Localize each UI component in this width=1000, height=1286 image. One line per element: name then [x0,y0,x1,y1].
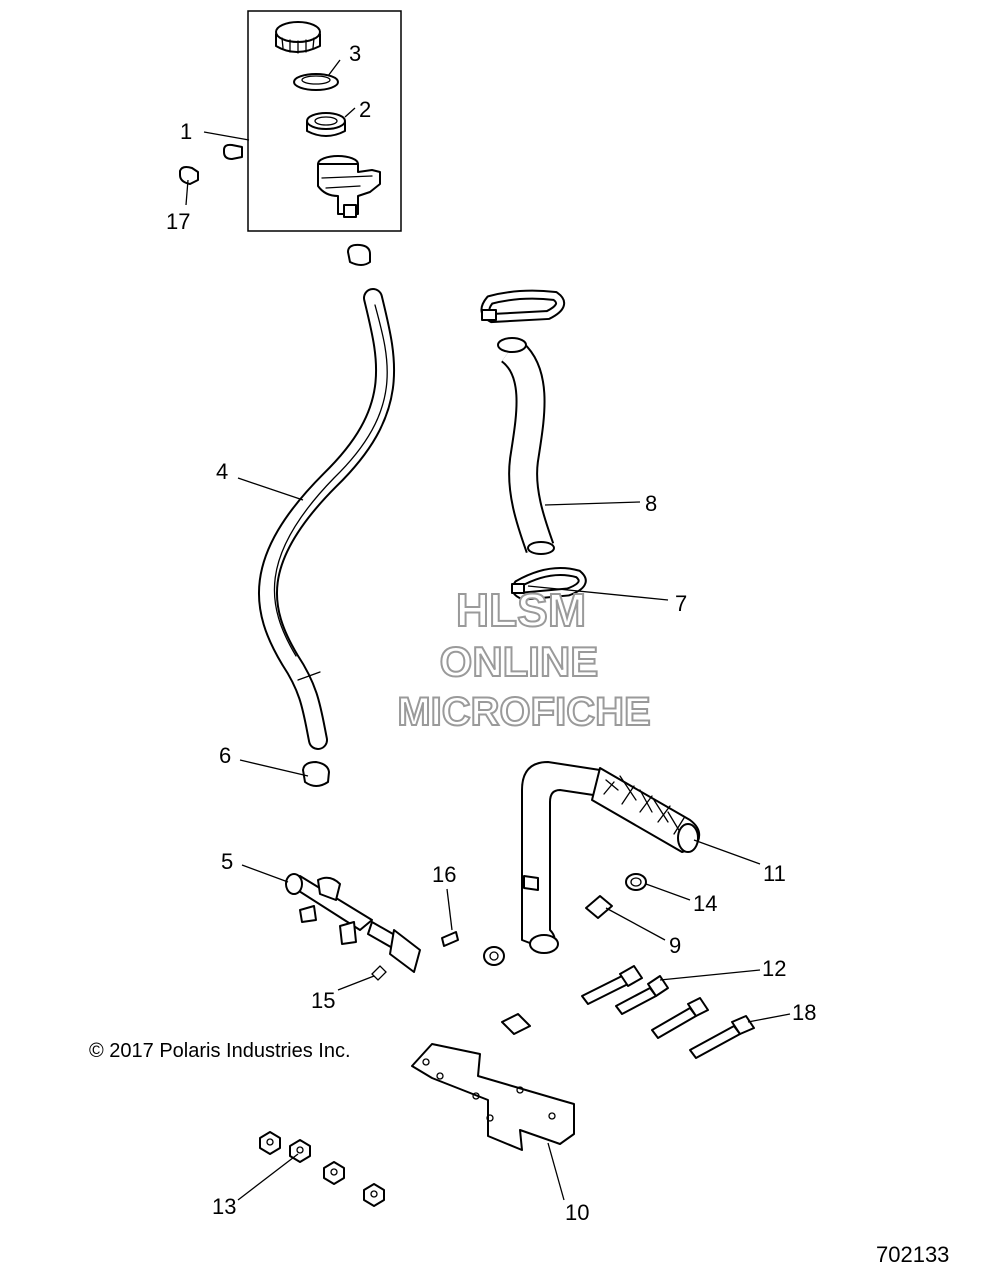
nut-13d [363,1183,385,1207]
wire-tie-7 [511,567,587,601]
callout-2: 2 [359,97,371,122]
callout-7: 7 [675,591,687,616]
callout-16: 16 [432,862,456,887]
push-rivet [223,143,243,160]
callout-11: 11 [763,861,786,886]
spacer-9 [585,895,613,919]
nut-13b [289,1139,311,1163]
callout-4: 4 [216,459,228,484]
spacer [501,1013,531,1035]
hose-clamp-6 [302,761,330,787]
boot-hose [497,337,555,555]
reservoir-group-box [247,10,402,232]
brake-pedal [521,761,701,954]
nut-13a [259,1131,281,1155]
callout-6: 6 [219,743,231,768]
figure-number: 702133 [876,1242,949,1267]
diaphragm [293,73,339,91]
bushing-14 [625,873,647,891]
clevis-pin-16 [441,931,459,947]
bolt-18b [689,1015,755,1059]
push-rivet-17 [179,166,199,185]
bolt-12a [581,965,643,1005]
callout-17: 17 [166,209,190,234]
copyright-text: © 2017 Polaris Industries Inc. [89,1040,351,1062]
watermark-line-1: HLSM [456,584,586,636]
callout-8: 8 [645,491,657,516]
watermark: HLSM ONLINE MICROFICHE [396,583,651,735]
callout-5: 5 [221,849,233,874]
reservoir-cap [275,21,321,54]
cotter-pin-15 [371,965,387,981]
callout-9: 9 [669,933,681,958]
brake-hose [258,288,396,750]
callout-13: 13 [212,1194,236,1219]
master-cylinder [285,873,421,973]
pedal-bracket [411,1043,575,1151]
reservoir-body [317,155,381,218]
callout-1: 1 [180,119,192,144]
wire-tie-upper [480,289,566,324]
watermark-line-3: MICROFICHE [397,690,650,734]
callout-10: 10 [565,1200,589,1225]
callout-3: 3 [349,41,361,66]
callout-18: 18 [792,1000,816,1025]
callout-15: 15 [311,988,335,1013]
watermark-line-2: ONLINE [440,638,599,685]
callout-14: 14 [693,891,717,916]
leader-lines [185,59,791,1201]
nut-13c [323,1161,345,1185]
hose-clamp-upper [347,243,371,266]
callouts: 1 2 3 17 4 8 7 6 5 11 16 14 9 12 15 18 1… [166,41,816,1225]
bolt-18a [651,997,709,1039]
washer [483,946,505,966]
bolt-12b [615,975,669,1015]
callout-12: 12 [762,956,786,981]
reservoir-plate [306,112,346,137]
